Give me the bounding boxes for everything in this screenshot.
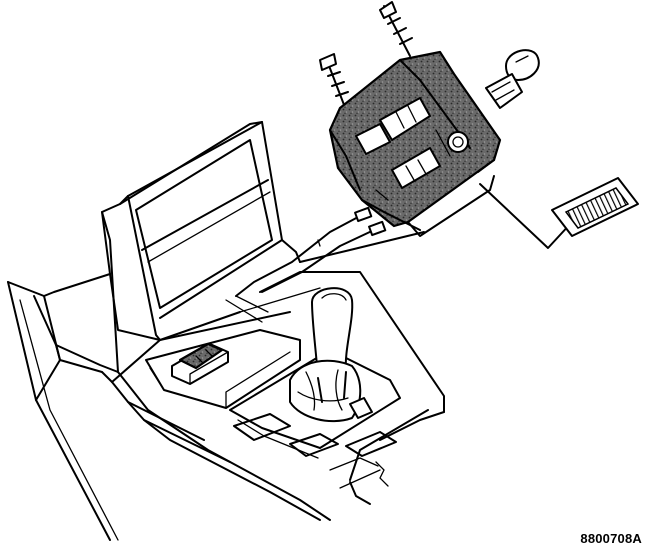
- figure-reference-code: 8800708A: [580, 531, 642, 546]
- tray-connector: [171, 342, 229, 385]
- radio-opening-frame: [101, 121, 301, 373]
- wiring-harness: [225, 206, 387, 323]
- screw-left: [319, 53, 349, 111]
- switch-panel-assembly: [328, 50, 502, 237]
- gear-shift-lever: [289, 287, 373, 423]
- center-console-body: [101, 231, 445, 521]
- bulb: [485, 49, 540, 109]
- screw-right: [379, 1, 413, 57]
- dashboard-side-panel: [7, 273, 119, 541]
- indicator-lens: [479, 177, 639, 249]
